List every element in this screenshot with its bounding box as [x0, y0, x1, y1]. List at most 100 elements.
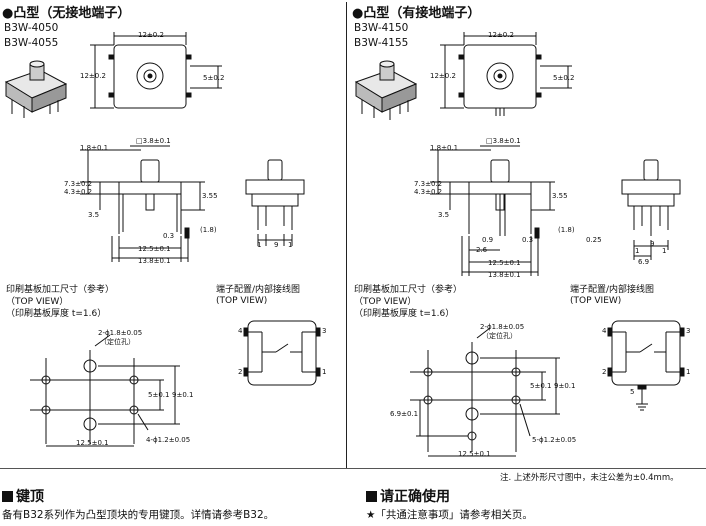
pcb-view: （TOP VIEW） — [6, 297, 69, 307]
heading-square-icon — [366, 491, 377, 502]
right-side-view — [430, 145, 555, 276]
r-dim-nine: 9 — [650, 240, 655, 248]
dim-one-b: 1 — [288, 241, 293, 249]
pin-4: 4 — [238, 327, 243, 335]
pcb-five: 5±0.1 — [148, 391, 170, 399]
left-side-view — [80, 145, 205, 262]
pin-1: 1 — [322, 368, 327, 376]
r-dim-one-b: 1 — [662, 247, 667, 255]
r-dim-height: 12±0.2 — [430, 72, 456, 80]
r-dim-18p: (1.8) — [558, 226, 575, 234]
keytop-title: 键顶 — [16, 489, 44, 505]
left-top-view — [90, 32, 222, 109]
r-dim-125: 12.5±0.1 — [488, 259, 521, 267]
dim-73: 7.3±0.2 — [64, 180, 93, 188]
usage-heading: 请正确使用 — [366, 486, 450, 506]
r-pcb-width: 12.5±0.1 — [458, 450, 491, 458]
dim-width: 12±0.2 — [138, 31, 164, 39]
pcb-holes-sub: （定位孔） — [100, 338, 135, 346]
r-dim-355: 3.55 — [552, 192, 568, 200]
r-dim-five: 5±0.2 — [553, 74, 575, 82]
r-dim-69: 6.9 — [638, 258, 650, 266]
dim-one-a: 1 — [257, 241, 262, 249]
left-panel: ●凸型（无接地端子） B3W-4050 B3W-4055 — [0, 0, 346, 468]
pcb-pins: 4-ϕ1.2±0.05 — [146, 436, 191, 444]
dim-five: 5±0.2 — [203, 74, 225, 82]
r-pcb-nine: 9±0.1 — [554, 382, 576, 390]
dim-height: 12±0.2 — [80, 72, 106, 80]
r-dim-plunger-square: □3.8±0.1 — [486, 137, 521, 145]
usage-text: ★「共通注意事项」请参考相关页。 — [366, 509, 533, 521]
left-model-2: B3W-4055 — [4, 37, 59, 49]
r-dim-width: 12±0.2 — [488, 31, 514, 39]
panel-divider — [346, 2, 347, 468]
dim-355: 3.55 — [202, 192, 218, 200]
dim-18p: (1.8) — [200, 226, 217, 234]
dim-nine: 9 — [274, 241, 279, 249]
dim-35: 3.5 — [88, 211, 100, 219]
r-dim-43: 4.3±0.2 — [414, 188, 443, 196]
terminal-view: (TOP VIEW) — [216, 296, 268, 306]
r-dim-18: 1.8±0.1 — [430, 144, 459, 152]
keytop-text: 备有B32系列作为凸型顶块的专用键顶。详情请参考B32。 — [2, 509, 275, 521]
r-pin-5: 5 — [630, 388, 635, 396]
pcb-title: 印刷基板加工尺寸（参考） — [6, 285, 115, 295]
usage-title: 请正确使用 — [380, 489, 450, 505]
r-dim-one-a: 1 — [635, 247, 640, 255]
right-model-1: B3W-4150 — [354, 22, 409, 34]
right-model-2: B3W-4155 — [354, 37, 409, 49]
dim-18: 1.8±0.1 — [80, 144, 109, 152]
footer-divider — [0, 468, 706, 469]
left-drawings — [4, 32, 321, 447]
terminal-title: 端子配置/内部接线图 — [216, 285, 301, 295]
r-terminal-title: 端子配置/内部接线图 — [570, 285, 655, 295]
keytop-heading: 键顶 — [2, 486, 44, 506]
pcb-nine: 9±0.1 — [172, 391, 194, 399]
pcb-holes-label: 2-ϕ1.8±0.05 — [98, 329, 143, 337]
right-drawings — [354, 32, 685, 457]
right-panel: ●凸型（有接地端子） B3W-4150 B3W-4155 — [350, 0, 706, 468]
left-pcb-pattern — [30, 334, 180, 447]
right-product-illustration — [354, 60, 418, 120]
left-product-illustration — [4, 60, 68, 118]
dim-43: 4.3±0.2 — [64, 188, 93, 196]
r-dim-138: 13.8±0.1 — [488, 271, 521, 279]
heading-square-icon — [2, 491, 13, 502]
right-pcb-pattern — [410, 327, 560, 457]
dim-138: 13.8±0.1 — [138, 257, 171, 265]
r-pin-4: 4 — [602, 327, 607, 335]
r-dim-09: 0.9 — [482, 236, 494, 244]
left-title: ●凸型（无接地端子） — [2, 6, 131, 21]
tolerance-note: 注. 上述外形尺寸图中，未注公差为±0.4mm。 — [500, 473, 679, 483]
left-front-view — [245, 159, 305, 246]
r-dim-35: 3.5 — [438, 211, 450, 219]
r-pcb-69: 6.9±0.1 — [390, 410, 419, 418]
r-dim-73: 7.3±0.2 — [414, 180, 443, 188]
r-dim-26: 2.6 — [476, 246, 488, 254]
r-pcb-five: 5±0.1 — [530, 382, 552, 390]
r-pcb-view: （TOP VIEW） — [354, 297, 417, 307]
pcb-width: 12.5±0.1 — [76, 439, 109, 447]
left-model-1: B3W-4050 — [4, 22, 59, 34]
pin-3: 3 — [322, 327, 327, 335]
dim-125: 12.5±0.1 — [138, 245, 171, 253]
r-pcb-title: 印刷基板加工尺寸（参考） — [354, 285, 463, 295]
dim-plunger-square: □3.8±0.1 — [136, 137, 171, 145]
dim-03: 0.3 — [163, 232, 175, 240]
r-dim-03: 0.3 — [522, 236, 534, 244]
right-top-view — [440, 32, 572, 116]
right-terminal-diagram — [607, 320, 685, 411]
r-pcb-holes-sub: （定位孔） — [482, 332, 517, 340]
r-pcb-pins: 5-ϕ1.2±0.05 — [532, 436, 577, 444]
r-pcb-holes-label: 2-ϕ1.8±0.05 — [480, 323, 525, 331]
r-terminal-view: (TOP VIEW) — [570, 296, 622, 306]
r-pin-3: 3 — [686, 327, 691, 335]
left-terminal-diagram — [243, 320, 321, 386]
pin-2: 2 — [238, 368, 243, 376]
right-title: ●凸型（有接地端子） — [352, 6, 481, 21]
r-pcb-thickness: （印刷基板厚度 t=1.6） — [354, 309, 455, 319]
r-pin-1: 1 — [686, 368, 691, 376]
r-dim-025: 0.25 — [586, 236, 602, 244]
r-pin-2: 2 — [602, 368, 607, 376]
pcb-thickness: （印刷基板厚度 t=1.6） — [6, 309, 107, 319]
